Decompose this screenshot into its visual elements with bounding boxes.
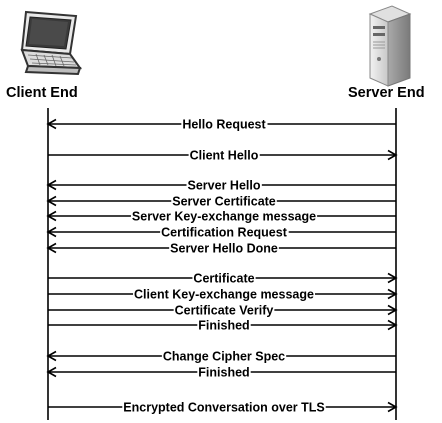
message-label: Finished: [198, 366, 249, 380]
message-9: Client Key-exchange message: [48, 288, 398, 302]
arrow-head: [46, 350, 57, 362]
arrow-head: [46, 179, 57, 191]
message-8: Certificate: [48, 272, 398, 286]
message-11: Finished: [48, 319, 398, 333]
arrow-head: [387, 149, 398, 161]
message-5: Server Key-exchange message: [46, 210, 396, 224]
arrow-head: [46, 366, 57, 378]
message-label: Server Hello: [188, 179, 261, 193]
message-10: Certificate Verify: [48, 304, 398, 318]
message-6: Certification Request: [46, 226, 396, 240]
laptop-icon: [20, 10, 82, 76]
arrow-head: [46, 210, 57, 222]
client-end-label: Client End: [6, 85, 78, 101]
message-2: Client Hello: [48, 149, 398, 163]
arrow-head: [46, 226, 57, 238]
message-1: Hello Request: [46, 118, 396, 132]
message-14: Encrypted Conversation over TLS: [48, 401, 398, 415]
arrow-head: [387, 288, 398, 300]
message-label: Certificate: [193, 272, 254, 286]
message-label: Client Key-exchange message: [134, 288, 314, 302]
server-tower-icon: [368, 5, 412, 87]
server-end-label: Server End: [348, 85, 425, 101]
arrow-head: [387, 401, 398, 413]
arrow-head: [387, 304, 398, 316]
arrow-head: [46, 195, 57, 207]
message-label: Change Cipher Spec: [163, 350, 285, 364]
message-label: Client Hello: [190, 149, 259, 163]
message-label: Hello Request: [182, 118, 266, 132]
message-label: Encrypted Conversation over TLS: [123, 401, 324, 415]
message-label: Finished: [198, 319, 249, 333]
message-4: Server Certificate: [46, 195, 396, 209]
message-label: Server Hello Done: [170, 242, 278, 256]
message-label: Server Certificate: [172, 195, 276, 209]
arrow-head: [46, 242, 57, 254]
arrow-head: [387, 319, 398, 331]
arrow-head: [387, 272, 398, 284]
message-13: Finished: [46, 366, 396, 380]
message-12: Change Cipher Spec: [46, 350, 396, 364]
arrow-head: [46, 118, 57, 130]
message-label: Server Key-exchange message: [132, 210, 316, 224]
message-label: Certificate Verify: [175, 304, 274, 318]
message-label: Certification Request: [161, 226, 288, 240]
message-3: Server Hello: [46, 179, 396, 193]
message-7: Server Hello Done: [46, 242, 396, 256]
